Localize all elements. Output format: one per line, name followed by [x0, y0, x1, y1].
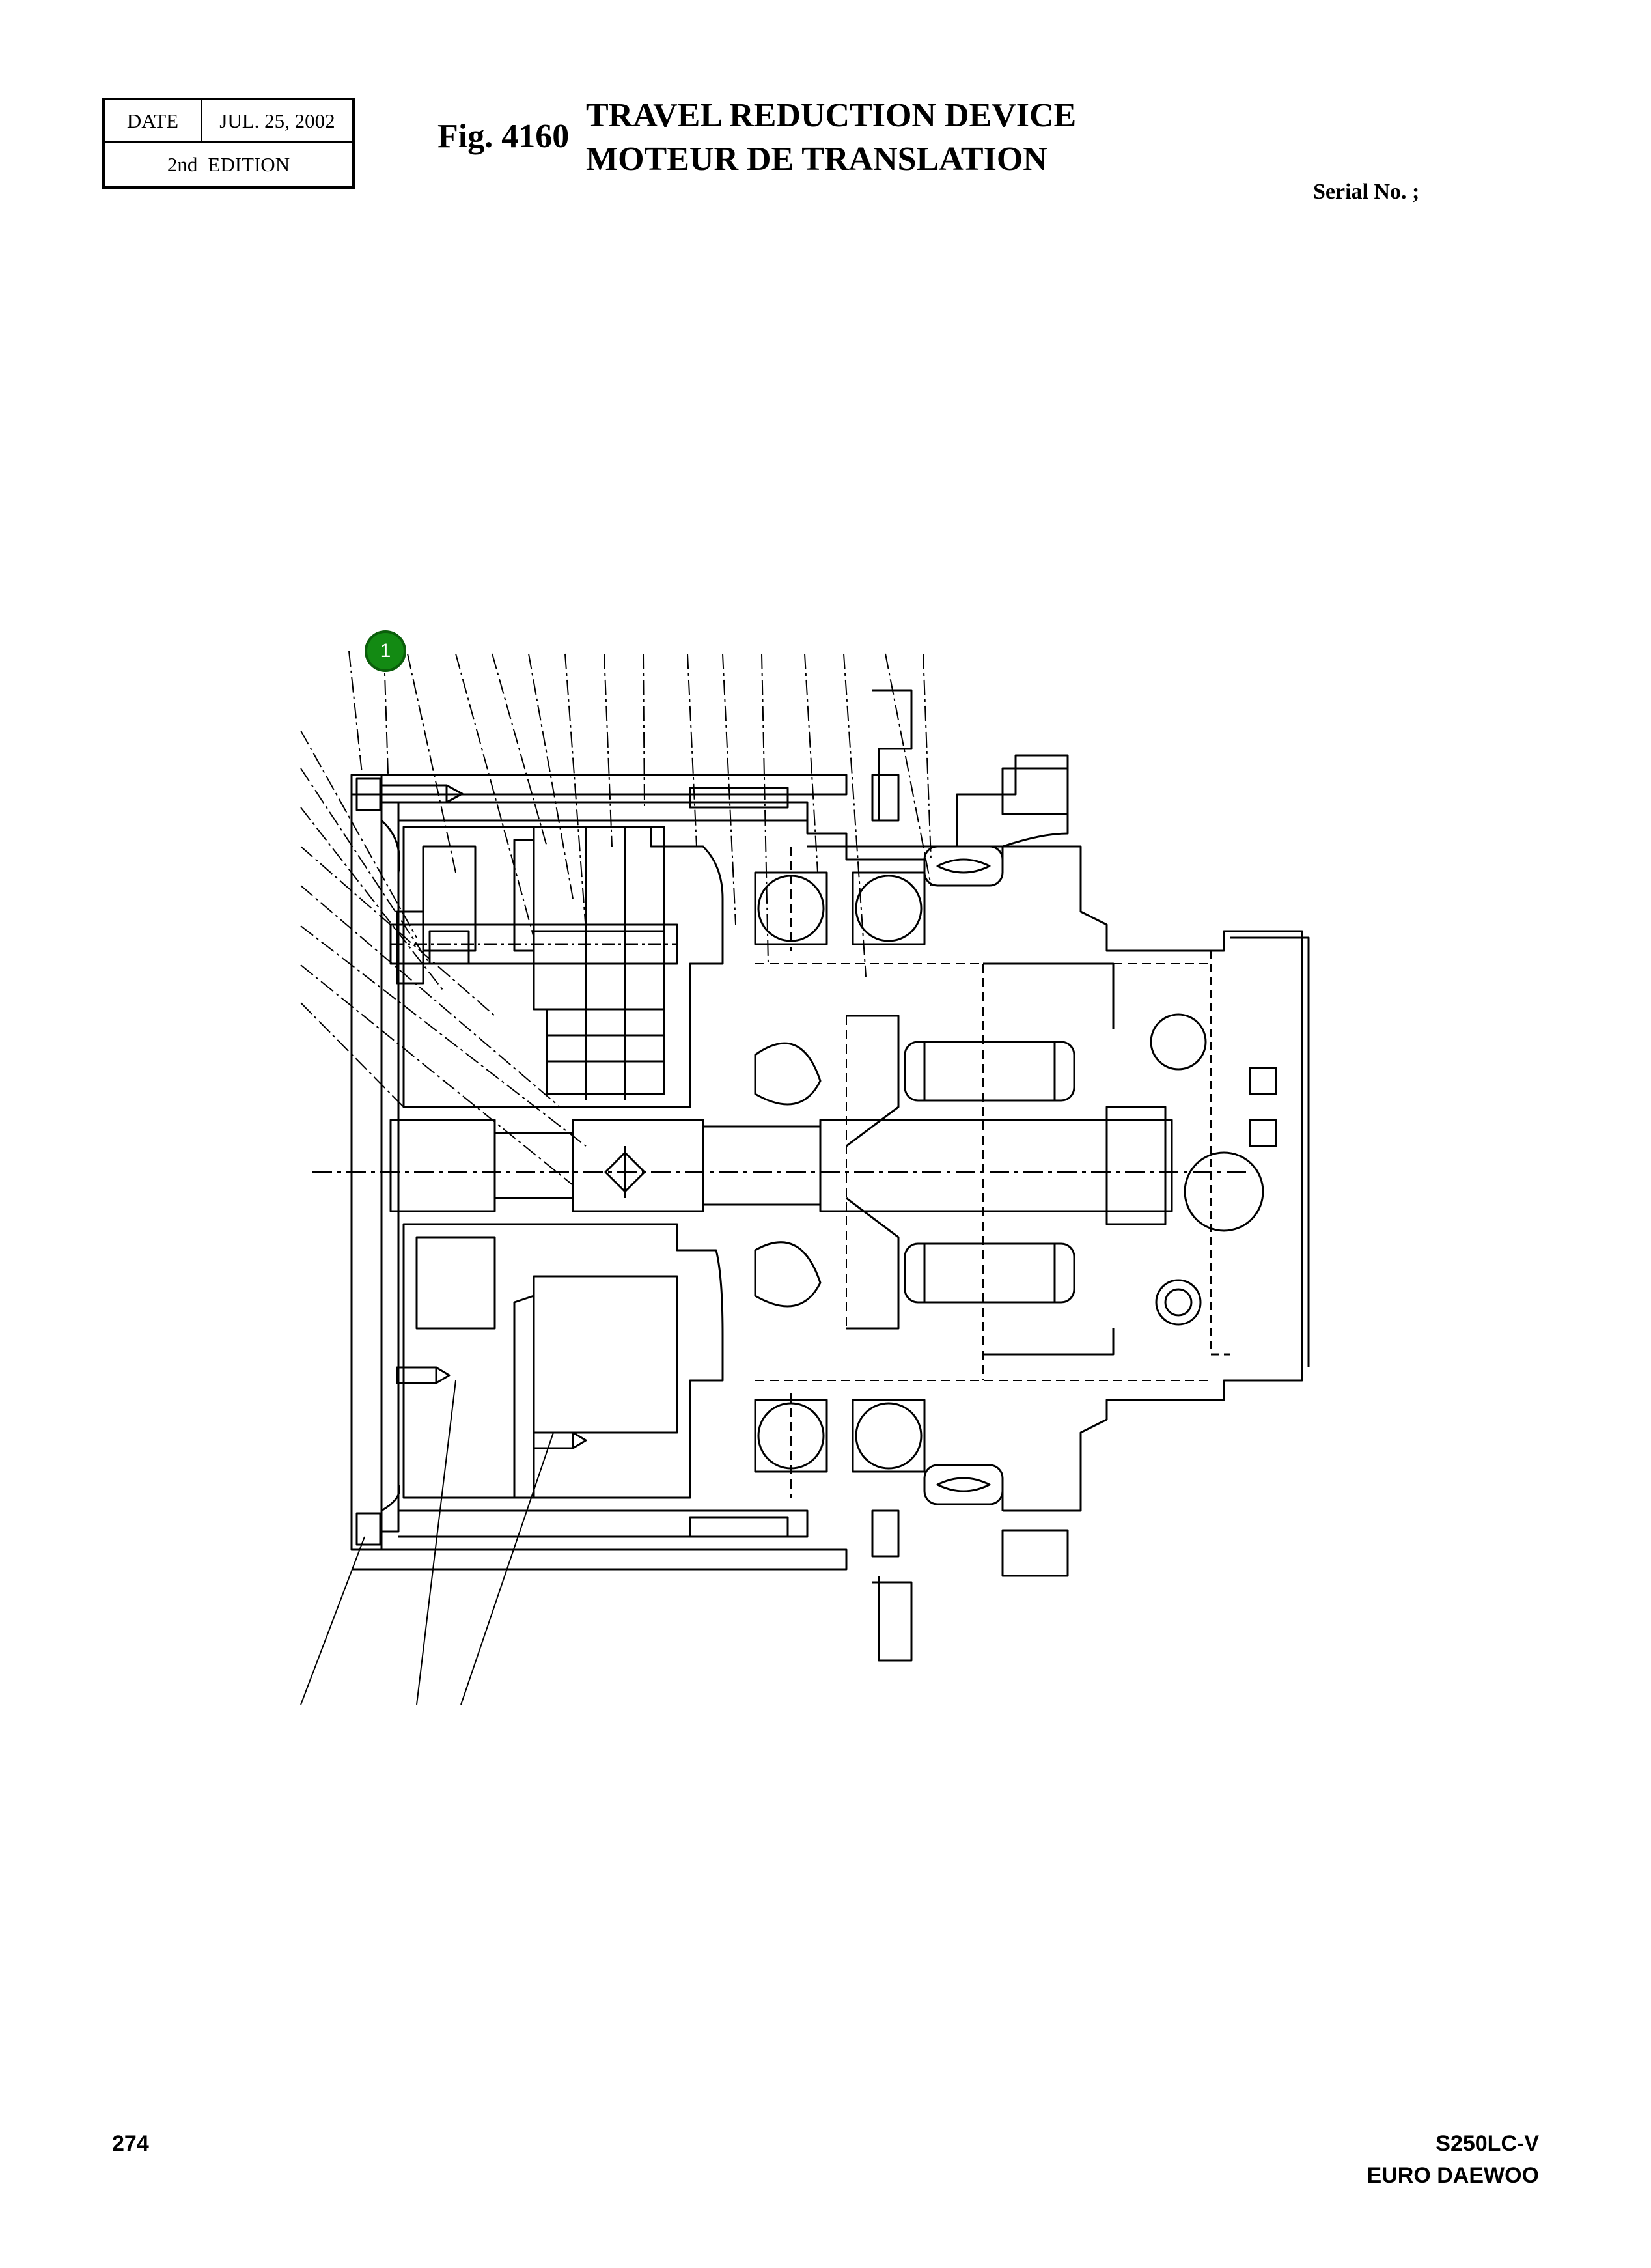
leader-lines-top: [348, 651, 932, 977]
upper-gear-block: [389, 826, 724, 1108]
figure-number: Fig. 4160: [437, 118, 570, 155]
page-title-english: TRAVEL REDUCTION DEVICE: [586, 97, 1077, 134]
edition-label: EDITION: [208, 153, 290, 176]
edition-row: 2nd EDITION: [105, 143, 352, 186]
motor-pistons: [754, 1015, 1075, 1330]
motor-housing: [807, 754, 1310, 1577]
brand-name: EURO DAEWOO: [1367, 2163, 1539, 2188]
edition-number: 2nd: [167, 153, 198, 176]
date-edition-box: DATE JUL. 25, 2002 2nd EDITION: [102, 98, 355, 189]
lower-bearings: [754, 1399, 1004, 1662]
main-shaft: [312, 1106, 1250, 1225]
date-value: JUL. 25, 2002: [219, 109, 335, 132]
lower-gear-block: [402, 1223, 724, 1499]
callout-marker[interactable]: 1: [365, 630, 406, 672]
page-number: 274: [112, 2131, 149, 2156]
date-row: DATE JUL. 25, 2002: [105, 100, 352, 143]
page-title-french: MOTEUR DE TRANSLATION: [586, 141, 1047, 178]
serial-number-label: Serial No. ;: [1313, 180, 1420, 204]
model-number: S250LC-V: [1436, 2131, 1539, 2156]
hidden-lines: [755, 847, 1211, 1498]
flange-bolts: [380, 774, 900, 1558]
leader-lines-bottom: [300, 1380, 554, 1705]
leader-lines-left: [300, 730, 587, 1186]
date-label: DATE: [105, 100, 202, 141]
